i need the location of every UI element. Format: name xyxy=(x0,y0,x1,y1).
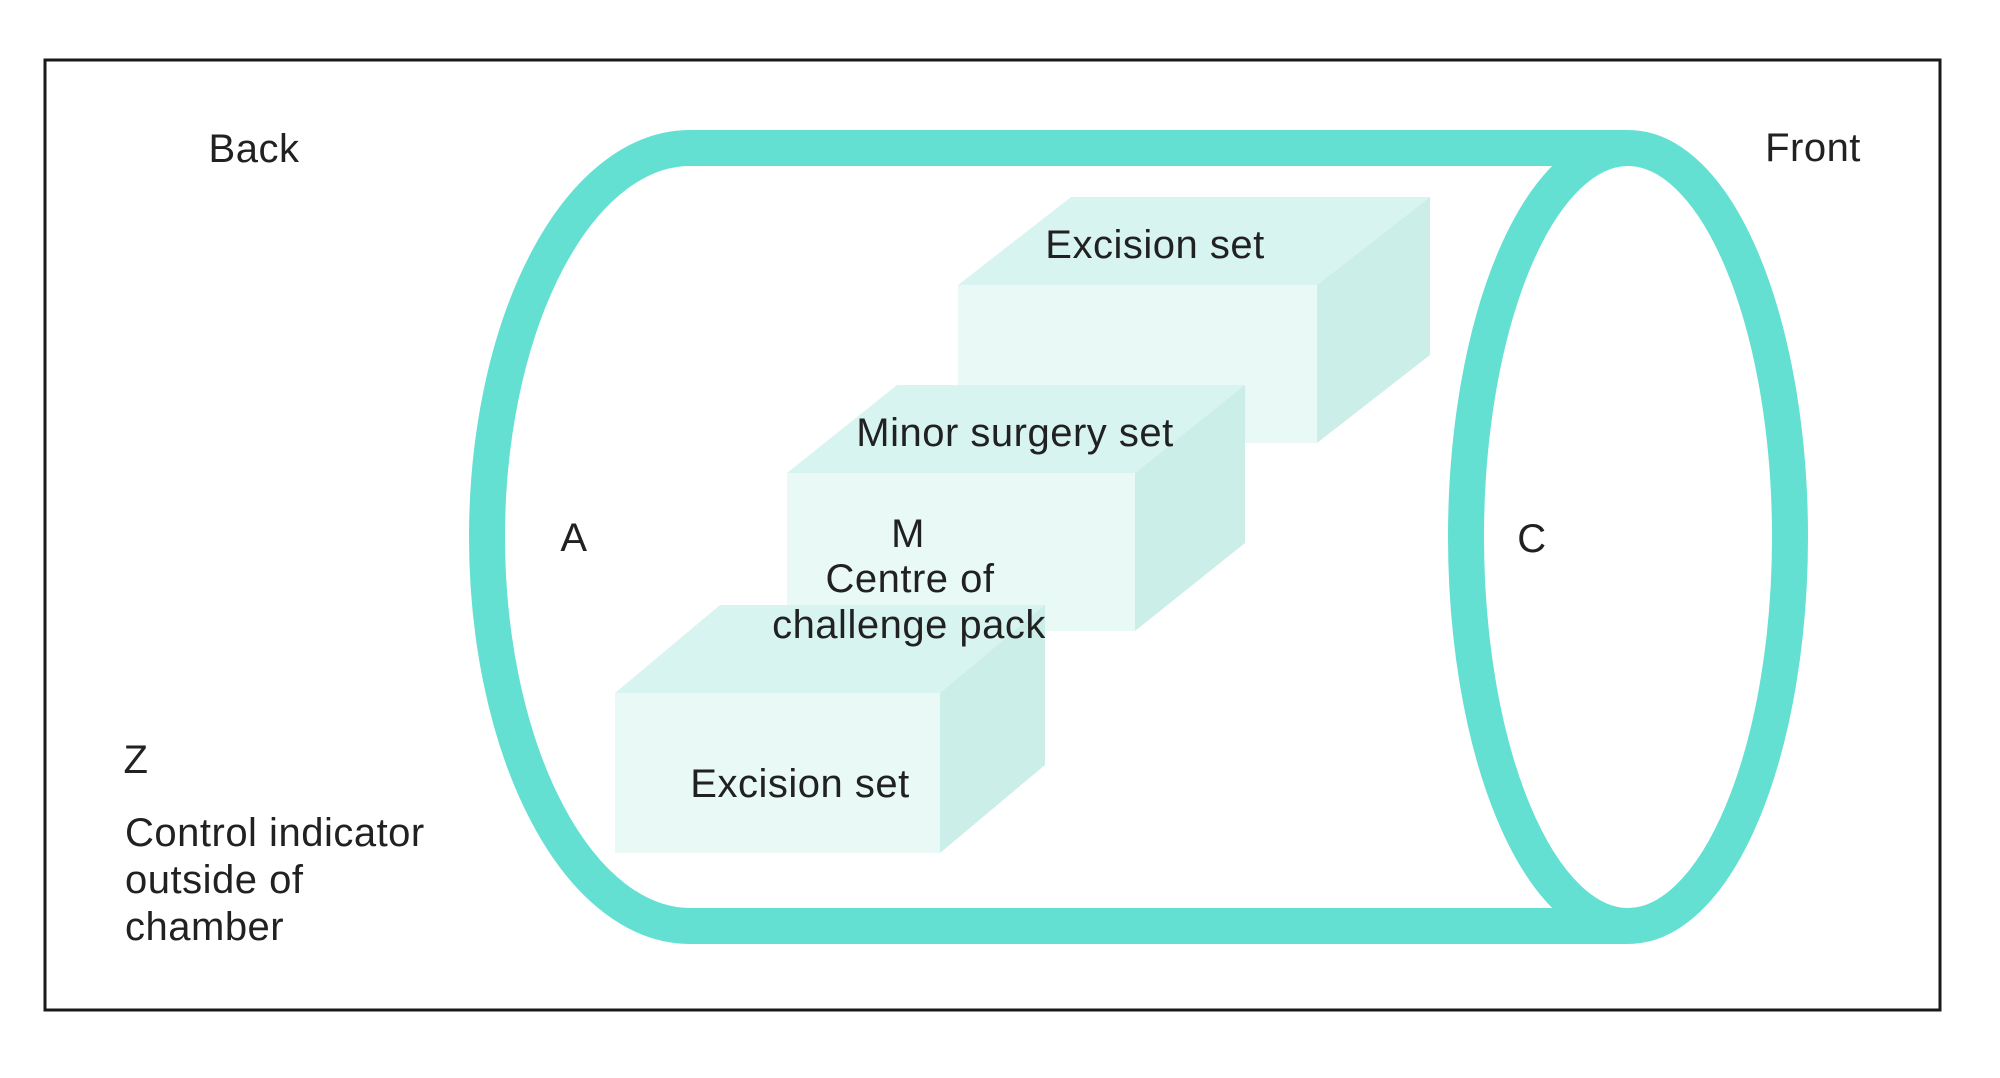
box-excision-bottom-side-face xyxy=(940,605,1045,853)
box-excision-top-side-face xyxy=(1317,197,1430,443)
chamber-body xyxy=(468,130,1628,944)
marker-z: Z xyxy=(124,738,149,782)
diagram-labels: Back Front A C M Z Excision set Minor su… xyxy=(124,126,1861,949)
box-minor-surgery-front-face xyxy=(787,473,1135,631)
label-back: Back xyxy=(209,127,300,171)
chamber xyxy=(468,130,1808,944)
box-excision-bottom-top-face xyxy=(615,605,1045,693)
box-excision-top-label: Excision set xyxy=(1045,223,1264,267)
annotation-control-line3: chamber xyxy=(125,905,284,949)
box-minor-surgery-side-face xyxy=(1135,385,1245,631)
diagram-border xyxy=(43,58,1942,1012)
box-excision-bottom-front-face xyxy=(615,693,940,853)
annotation-control-line2: outside of xyxy=(125,858,304,902)
box-minor-surgery-top-face xyxy=(787,385,1245,473)
box-excision-bottom-label: Excision set xyxy=(690,762,909,806)
marker-m: M xyxy=(891,512,925,556)
label-front: Front xyxy=(1765,126,1861,170)
marker-a: A xyxy=(560,516,587,560)
box-minor-surgery xyxy=(787,385,1245,631)
annotation-centre-line1: Centre of xyxy=(825,557,994,601)
box-minor-surgery-label: Minor surgery set xyxy=(856,411,1173,455)
annotation-control-line1: Control indicator xyxy=(125,811,425,855)
annotation-centre-line2: challenge pack xyxy=(772,603,1046,647)
marker-c: C xyxy=(1517,517,1546,561)
box-excision-top-top-face xyxy=(958,197,1430,285)
box-excision-bottom xyxy=(615,605,1045,853)
chamber-front-opening xyxy=(1448,130,1808,944)
